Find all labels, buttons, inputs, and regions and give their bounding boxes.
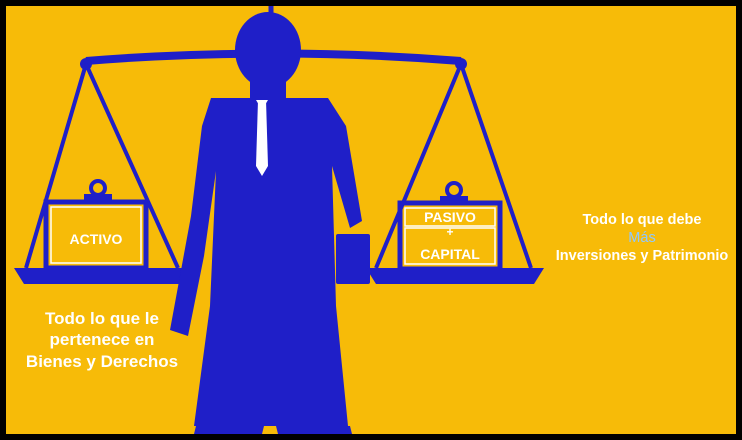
activo-label: ACTIVO	[69, 231, 123, 247]
activo-description-line: Todo lo que le	[45, 309, 159, 328]
diagram-canvas: ACTIVO PASIVO + CAPITAL Todo lo que le p…	[6, 6, 736, 434]
pasivo-capital-description: Todo lo que debe Más Inversiones y Patri…	[542, 211, 736, 265]
pasivo-description-line: Todo lo que debe	[582, 212, 702, 228]
activo-weight	[43, 179, 149, 271]
left-pan	[14, 63, 192, 284]
activo-description-line: pertenece en	[49, 330, 155, 350]
capital-description-line: Inversiones y Patrimonio	[555, 248, 729, 265]
capital-label: CAPITAL	[420, 246, 480, 262]
pasivo-label: PASIVO	[424, 209, 476, 225]
right-pan	[366, 63, 544, 284]
person-silhouette	[170, 12, 370, 434]
plus-sign: +	[446, 225, 454, 239]
balance-scale-illustration	[14, 6, 544, 434]
pasivo-capital-weight	[397, 181, 503, 272]
mas-connector: Más	[628, 230, 656, 247]
activo-description-line: Bienes y Derechos	[25, 351, 179, 371]
activo-description: Todo lo que le pertenece en Bienes y Der…	[12, 308, 192, 372]
